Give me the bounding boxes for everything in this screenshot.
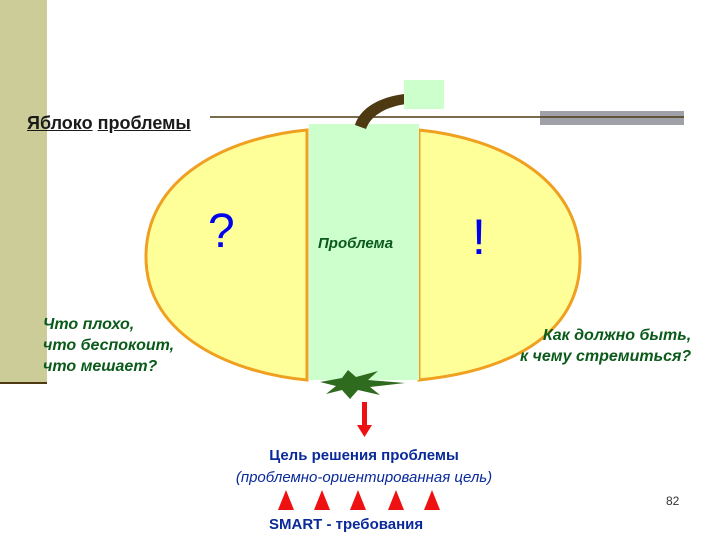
apple-right-half	[417, 128, 582, 382]
left-question-line-3: что мешает?	[43, 358, 158, 375]
smart-requirements-label: SMART - требования	[269, 516, 424, 533]
title-word-1: Яблоко	[27, 113, 93, 133]
question-mark: ?	[208, 205, 235, 258]
red-down-arrow-head	[357, 425, 372, 437]
right-question-line-2: к чему стремиться?	[520, 348, 692, 365]
gray-accent-bar	[540, 111, 684, 125]
apple-center-band	[309, 124, 419, 380]
apple-left-half	[144, 128, 309, 382]
right-question-text: Как должно быть, к чему стремиться?	[520, 325, 691, 367]
up-arrow-3	[350, 490, 366, 510]
smart-up-arrows	[278, 490, 440, 510]
up-arrow-2	[314, 490, 330, 510]
left-question-line-1: Что плохо,	[43, 316, 135, 333]
left-question-text: Что плохо, что беспокоит, что мешает?	[43, 314, 174, 377]
slide-title: Яблоко проблемы	[27, 113, 191, 134]
left-question-line-2: что беспокоит,	[43, 337, 175, 354]
up-arrow-5	[424, 490, 440, 510]
goal-line-2: (проблемно-ориентированная цель)	[235, 469, 493, 486]
goal-text: Цель решения проблемы (проблемно-ориенти…	[210, 445, 518, 489]
problem-label: Проблема	[318, 235, 394, 252]
right-question-line-1: Как должно быть,	[542, 327, 692, 344]
apple-stem	[355, 94, 406, 129]
page-number: 82	[666, 494, 680, 508]
red-down-arrow-shaft	[362, 402, 367, 426]
left-sidebar-bar	[0, 0, 47, 382]
up-arrow-4	[388, 490, 404, 510]
apple-leaf	[404, 80, 444, 109]
burst-star	[320, 370, 405, 399]
up-arrow-1	[278, 490, 294, 510]
title-word-2: проблемы	[97, 113, 191, 133]
exclamation-mark: !	[472, 209, 486, 265]
goal-line-1: Цель решения проблемы	[269, 447, 459, 464]
